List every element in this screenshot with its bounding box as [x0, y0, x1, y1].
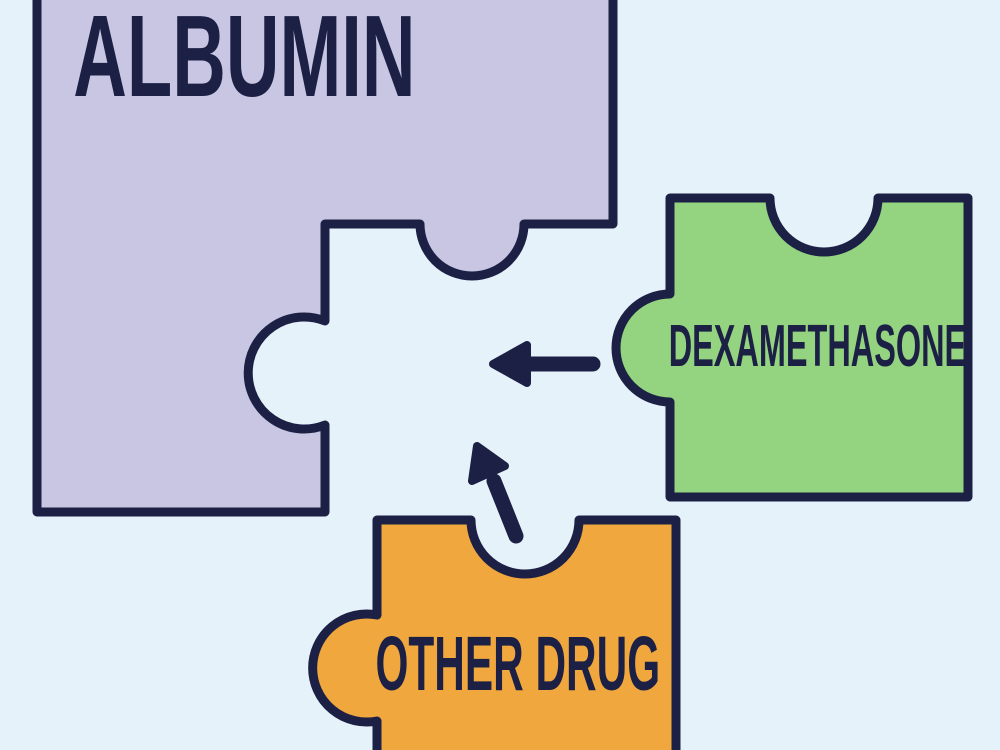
arrow-dexamethasone-to-albumin	[489, 341, 601, 387]
other-drug-puzzle-piece	[308, 515, 681, 750]
arrow-other-drug-to-albumin	[468, 442, 524, 544]
arrow-left-head	[489, 341, 531, 387]
arrow-up-shaft	[486, 473, 524, 544]
arrow-up-head	[468, 442, 509, 485]
dexamethasone-puzzle-piece	[611, 193, 973, 502]
albumin-puzzle-piece	[32, 0, 618, 517]
